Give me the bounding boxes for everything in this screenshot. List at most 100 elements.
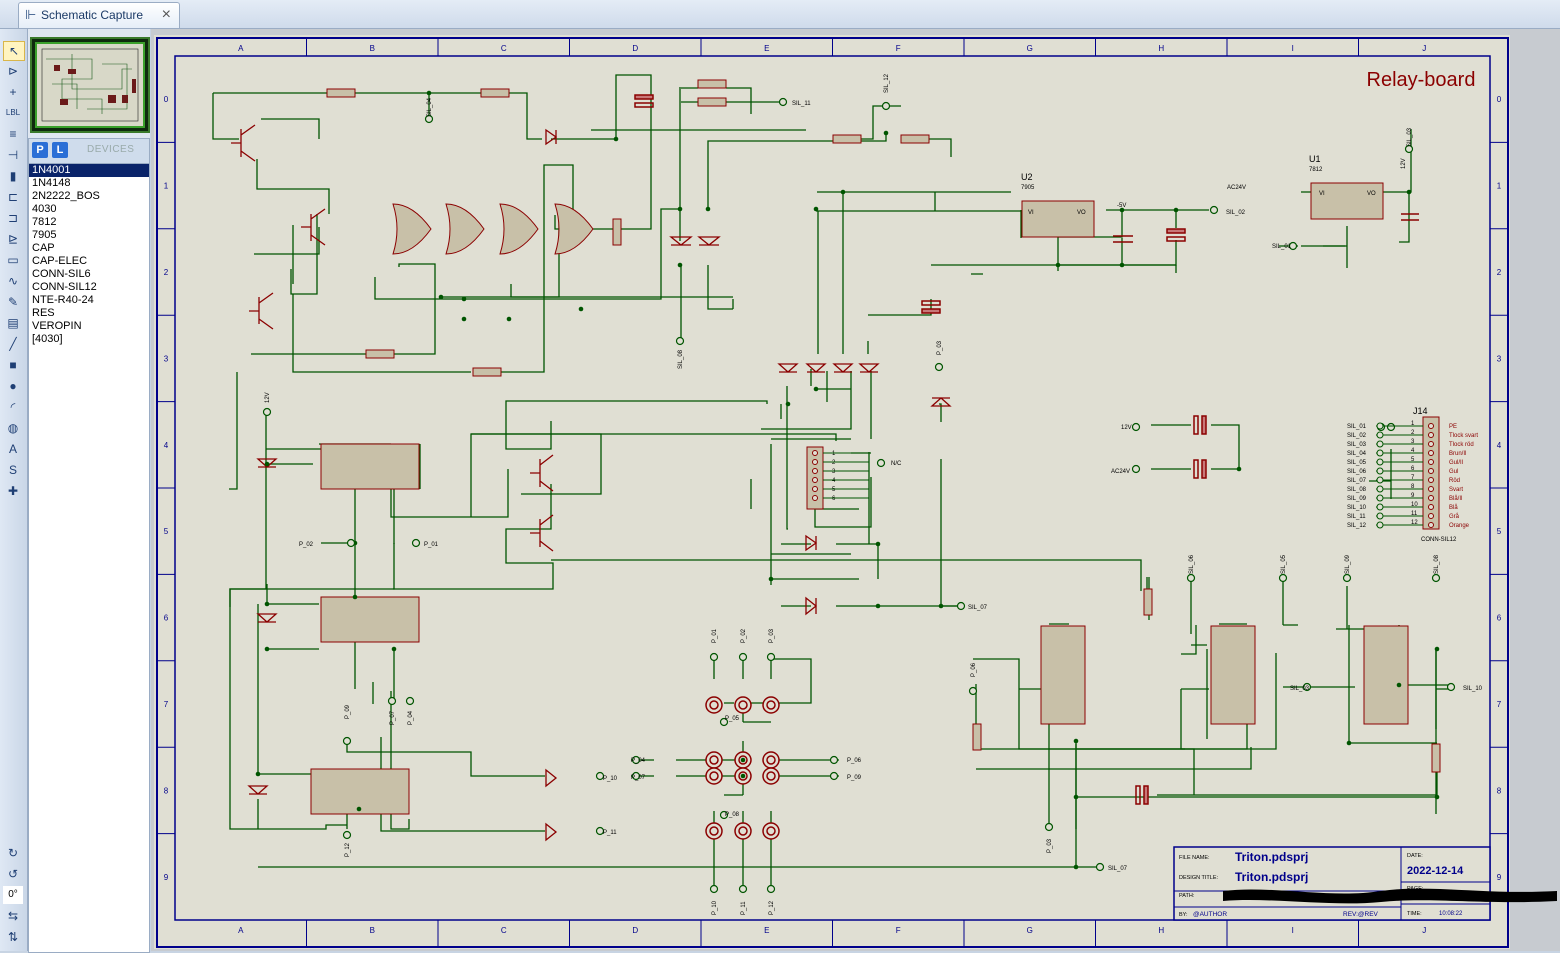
device-panel-header: P L DEVICES [28,138,150,164]
mirror-x-icon[interactable]: ⇆ [7,909,19,923]
overview-window[interactable] [30,37,150,133]
marker-icon[interactable]: ✚ [7,484,19,498]
conn6-pin-pad [812,495,818,501]
box-icon[interactable]: ■ [9,358,17,372]
junction-dot [1073,738,1079,744]
device-list-item[interactable]: [4030] [32,333,63,345]
text-icon[interactable]: A [8,442,17,456]
j14-pin-number: 9 [1411,493,1415,499]
rotate-ccw-icon[interactable]: ↺ [7,867,19,881]
symbol-icon[interactable]: S [8,463,17,477]
terminals-icon[interactable]: ⊏ [7,190,19,204]
junction-dot [461,296,467,302]
rotation-angle[interactable]: 0° [3,886,23,904]
conn6-pin-pad [812,486,818,492]
conn6-pin-number: 2 [832,460,836,466]
arc-icon[interactable]: ◜ [10,400,16,414]
title-block: FILE NAME: Triton.pdsprj DESIGN TITLE: T… [1173,846,1557,921]
j14-wire-color: Grå [1449,513,1460,520]
pick-device-button[interactable]: P [32,142,48,158]
device-list-item[interactable]: 1N4001 [29,164,149,177]
voltage-probe-icon[interactable]: ✎ [7,295,19,309]
terminal [778,97,788,107]
veropin-hole [766,755,776,765]
junction-dot [1396,682,1402,688]
relay [320,596,420,643]
path-icon[interactable]: ◍ [7,421,19,435]
net-label: P_03 [769,628,775,643]
terminal [595,826,605,836]
wire-label-icon[interactable]: LBL [5,108,21,117]
j14-net-label: SIL_11 [1347,514,1366,520]
junction-dot-icon[interactable]: + [9,85,17,99]
j14-wire-color: Tlock röd [1449,442,1474,448]
device-list-item[interactable]: CAP [32,242,55,254]
generator-icon[interactable]: ∿ [7,274,19,288]
selection-mode-icon[interactable]: ↖ [3,41,25,61]
device-list-item[interactable]: CONN-SIL12 [32,281,97,293]
device-list-item[interactable]: VEROPIN [32,320,82,332]
resistor [472,367,502,377]
net-label: P_12 [769,900,775,915]
subcircuit-icon[interactable]: ▮ [9,169,17,183]
line-icon[interactable]: ╱ [9,337,17,351]
terminal [342,736,352,746]
xor-gate [445,203,485,255]
close-icon[interactable]: × [161,6,171,23]
device-pins-icon[interactable]: ⊐ [7,211,19,225]
veropin-hole [738,826,748,836]
graph-icon[interactable]: ⊵ [7,232,19,246]
terminal [1209,205,1219,215]
junction-dot [813,206,819,212]
tab-schematic-capture[interactable]: ⊩ Schematic Capture × [18,2,180,28]
device-list-item[interactable]: 1N4148 [32,177,71,189]
device-list-item[interactable]: 2N2222_BOS [32,190,100,202]
terminal [881,101,891,111]
text-script-icon[interactable]: ≡ [9,127,17,141]
buses-icon[interactable]: ⊣ [7,148,19,162]
net-label: P_01 [424,542,439,548]
circle-icon[interactable]: ● [9,379,17,393]
rotate-cw-icon[interactable]: ↻ [7,846,19,860]
zone-row-label: 8 [164,786,169,795]
junction-dot [740,757,746,763]
terminal [1376,458,1384,466]
j14-pin-pad [1428,513,1434,519]
veropin-hole [738,700,748,710]
net-label: P_12 [345,842,351,857]
net-label: SIL_08 [678,349,684,369]
zone-col-label: F [896,926,901,935]
tape-recorder-icon[interactable]: ▭ [7,253,19,267]
terminal [262,407,272,417]
junction-dot [264,601,270,607]
device-list-item[interactable]: 7905 [32,229,57,241]
device-list-item[interactable]: 4030 [32,203,57,215]
elec-capacitor [1201,459,1207,479]
j14-pin-pad [1428,459,1434,465]
j14-pin-pad [1428,468,1434,474]
virtual-instruments-icon[interactable]: ▤ [7,316,19,330]
terminal [595,771,605,781]
veropins [705,696,780,840]
conn6-pin-pad [812,477,818,483]
component-mode-icon[interactable]: ⊳ [7,64,19,78]
zone-col-label: E [764,44,769,53]
device-list-item[interactable]: RES [32,307,55,319]
device-list-item[interactable]: NTE-R40-24 [32,294,94,306]
resistor [612,218,622,246]
device-list-item[interactable]: CONN-SIL6 [32,268,91,280]
terminal [1386,422,1396,432]
net-label: P_04 [631,758,646,764]
device-list-item[interactable]: 7812 [32,216,57,228]
mirror-y-icon[interactable]: ⇅ [7,930,19,944]
junction-dot [264,646,270,652]
device-list-item[interactable]: CAP-ELEC [32,255,88,267]
terminal [1376,476,1384,484]
net-label: SIL_04 [427,97,433,117]
library-manager-button[interactable]: L [52,142,68,158]
terminal [1095,862,1105,872]
